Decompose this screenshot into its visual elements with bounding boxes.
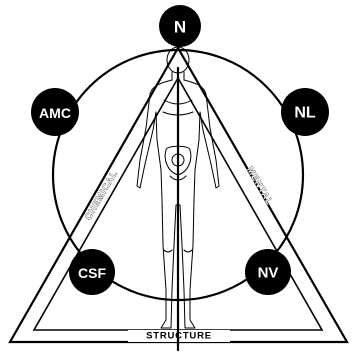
node-n: N — [159, 5, 201, 47]
node-csf-label: CSF — [78, 265, 106, 281]
human-body-outline-icon — [137, 47, 219, 350]
node-nl: NL — [281, 88, 329, 136]
node-nl-label: NL — [294, 105, 316, 122]
node-nv-label: NV — [258, 265, 279, 282]
node-nv: NV — [245, 249, 291, 295]
node-amc: AMC — [31, 88, 79, 136]
structure-base-label: STRUCTURE — [146, 331, 212, 342]
node-n-label: N — [174, 18, 186, 37]
mental-side-label: MENTAL — [245, 165, 275, 207]
node-csf: CSF — [69, 249, 115, 295]
node-amc-label: AMC — [39, 105, 71, 121]
